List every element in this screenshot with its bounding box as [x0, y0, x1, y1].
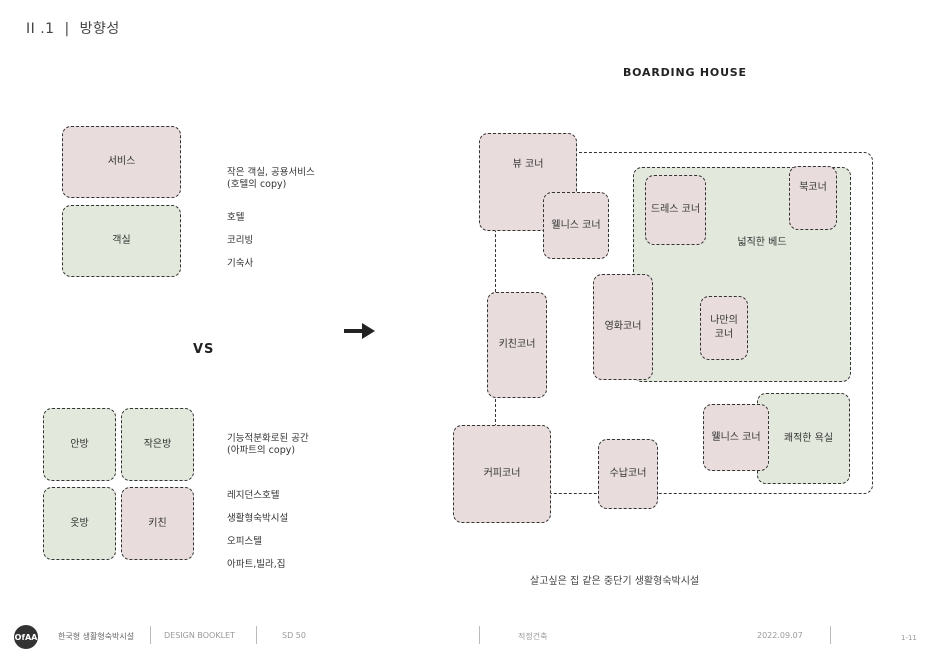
book-corner-label: 북코너: [799, 182, 827, 193]
footer-booklet: DESIGN BOOKLET: [164, 631, 235, 640]
footer-course: SD 50: [282, 631, 306, 640]
page-header: II .1 | 방향성: [26, 18, 120, 38]
room-label: 객실: [112, 235, 131, 246]
kitchen-corner-box: 키친코너: [487, 292, 547, 398]
coffee-corner-label: 커피코너: [483, 468, 521, 479]
otbang-label: 옷방: [70, 517, 89, 529]
vs-label: VS: [193, 342, 215, 357]
kitchen-box: 키친: [121, 487, 194, 560]
my-corner-box: 나만의 코너: [700, 296, 748, 360]
page-title: 방향성: [79, 21, 120, 37]
footer-name: 적정건축: [518, 632, 548, 641]
bathroom-label: 쾌적한 욕실: [783, 432, 834, 444]
apt-example-4: 아파트,빌라,집: [227, 559, 286, 570]
footer-date: 2022.09.07: [757, 631, 803, 640]
footer-divider: [479, 626, 480, 644]
apt-example-2: 생활형숙박시설: [227, 513, 289, 524]
bathroom-zone: 쾌적한 욕실: [757, 393, 850, 484]
storage-corner-box: 수납코너: [598, 439, 658, 509]
hotel-example-2: 코리빙: [227, 235, 254, 246]
diagram-caption: 살고싶은 집 같은 중단기 생활형숙박시설: [530, 576, 700, 587]
footer-divider: [830, 626, 831, 644]
storage-corner-label: 수납코너: [609, 468, 647, 479]
apt-example-1: 레지던스호텔: [227, 490, 280, 501]
apt-note: 기능적분화로된 공간 (아파트의 copy): [227, 433, 309, 457]
wellness-corner-2-box: 웰니스 코너: [703, 404, 769, 471]
arrow-right-icon: [344, 323, 375, 339]
diagram-title: BOARDING HOUSE: [623, 66, 747, 79]
jakeunbang-box: 작은방: [121, 408, 194, 481]
footer-divider: [150, 626, 151, 644]
dress-corner-box: 드레스 코너: [645, 175, 706, 245]
anbang-box: 안방: [43, 408, 116, 481]
footer-divider: [256, 626, 257, 644]
anbang-label: 안방: [70, 438, 89, 450]
movie-corner-box: 영화코너: [593, 274, 653, 380]
section-number: II .1: [26, 21, 55, 37]
logo: OfAA: [14, 625, 38, 649]
jakeunbang-label: 작은방: [143, 438, 172, 450]
view-corner-label: 뷰 코너: [512, 159, 544, 170]
hotel-note: 작은 객실, 공용서비스 (호텔의 copy): [227, 167, 315, 191]
header-separator: |: [64, 21, 70, 37]
my-corner-label: 나만의 코너: [710, 315, 738, 340]
hotel-example-1: 호텔: [227, 212, 245, 223]
footer-org: 한국형 생활형숙박시설: [58, 632, 135, 641]
wide-bed-label: 넓직한 베드: [737, 237, 787, 248]
movie-corner-label: 영화코너: [604, 321, 642, 332]
wellness-corner-1-label: 웰니스 코너: [551, 219, 601, 231]
hotel-example-3: 기숙사: [227, 258, 254, 269]
coffee-corner-box: 커피코너: [453, 425, 551, 523]
service-box: 서비스: [62, 126, 181, 198]
book-corner-box: 북코너: [789, 166, 837, 230]
kitchen-label: 키친: [148, 517, 167, 529]
kitchen-corner-label: 키친코너: [498, 339, 536, 350]
dress-corner-label: 드레스 코너: [650, 204, 701, 215]
wellness-corner-1-box: 웰니스 코너: [543, 192, 609, 259]
apt-example-3: 오피스텔: [227, 536, 262, 547]
service-label: 서비스: [107, 156, 136, 167]
wellness-corner-2-label: 웰니스 코너: [711, 431, 761, 443]
footer-page: 1-11: [901, 634, 917, 642]
room-box: 객실: [62, 205, 181, 277]
otbang-box: 옷방: [43, 487, 116, 560]
